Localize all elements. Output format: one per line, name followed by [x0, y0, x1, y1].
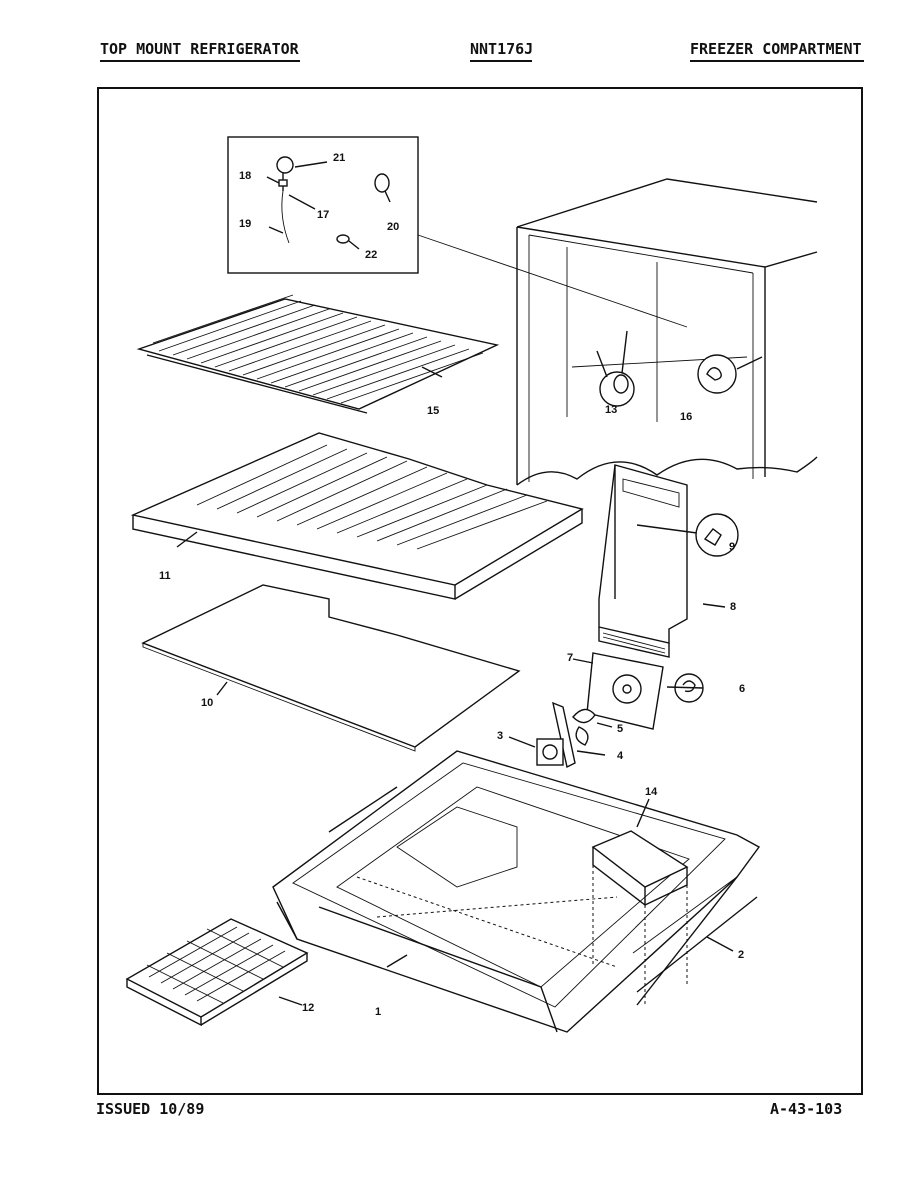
callout-1: 1: [375, 1006, 381, 1018]
callout-19: 19: [239, 218, 251, 230]
callout-4: 4: [617, 750, 624, 762]
callout-21: 21: [333, 152, 345, 164]
header-model-type: TOP MOUNT REFRIGERATOR: [100, 40, 299, 58]
callout-22: 22: [365, 249, 377, 261]
fan-blade-part: [572, 708, 596, 724]
footer-issued-date: ISSUED 10/89: [96, 1100, 205, 1118]
fan-motor-part: [536, 738, 564, 766]
callout-17: 17: [317, 209, 329, 221]
header-underline-center: [470, 60, 532, 62]
shelf-panel: 10: [141, 584, 521, 752]
fan-bracket-part: [586, 652, 664, 730]
thermostat-clip-part: [697, 354, 737, 394]
callout-5: 5: [617, 723, 623, 735]
air-duct: 8 9: [598, 464, 739, 658]
callout-20: 20: [387, 221, 399, 233]
freezer-cabinet: 13 16: [516, 178, 818, 486]
callout-16: 16: [680, 411, 692, 423]
callout-18: 18: [239, 170, 251, 182]
evaporator-cover: 14: [591, 786, 689, 1007]
header-section: FREEZER COMPARTMENT: [690, 40, 862, 58]
inset-leader-line: [417, 234, 688, 328]
callout-12: 12: [302, 1002, 314, 1014]
callout-3: 3: [497, 730, 503, 742]
callout-9: 9: [729, 541, 735, 553]
diagram-frame: [97, 87, 863, 1095]
callout-8: 8: [730, 601, 736, 613]
fan-motor-assembly: 7 6 5 4 3: [497, 652, 745, 769]
callout-7: 7: [567, 652, 573, 664]
duct-screw-part: [695, 513, 739, 557]
light-bulb-part: [276, 156, 294, 174]
callout-15: 15: [427, 405, 439, 417]
washer-part: [336, 234, 350, 244]
callout-11: 11: [159, 570, 171, 582]
wire-part: [281, 190, 290, 244]
header-model-number: NNT176J: [470, 40, 534, 58]
cover-part: [374, 173, 390, 193]
callout-13: 13: [605, 404, 617, 416]
exploded-parts-diagram: 21 18 17 19 20 22 13 16 15: [125, 136, 818, 1033]
wire-shelf: 15: [136, 294, 500, 417]
freezer-liner-bottom: 1 2: [272, 750, 761, 1033]
freezer-shelf: 11: [130, 432, 584, 600]
callout-6: 6: [739, 683, 745, 695]
light-assembly-inset: 21 18 17 19 20 22: [227, 136, 419, 274]
callout-14: 14: [645, 786, 658, 798]
callout-10: 10: [201, 697, 213, 709]
footer-page-code: A-43-103: [770, 1100, 843, 1118]
callout-2: 2: [738, 949, 744, 961]
header-underline-left: [100, 60, 300, 62]
socket-part: [278, 179, 288, 187]
header-underline-right: [690, 60, 864, 62]
ice-tray: 12: [125, 918, 314, 1027]
